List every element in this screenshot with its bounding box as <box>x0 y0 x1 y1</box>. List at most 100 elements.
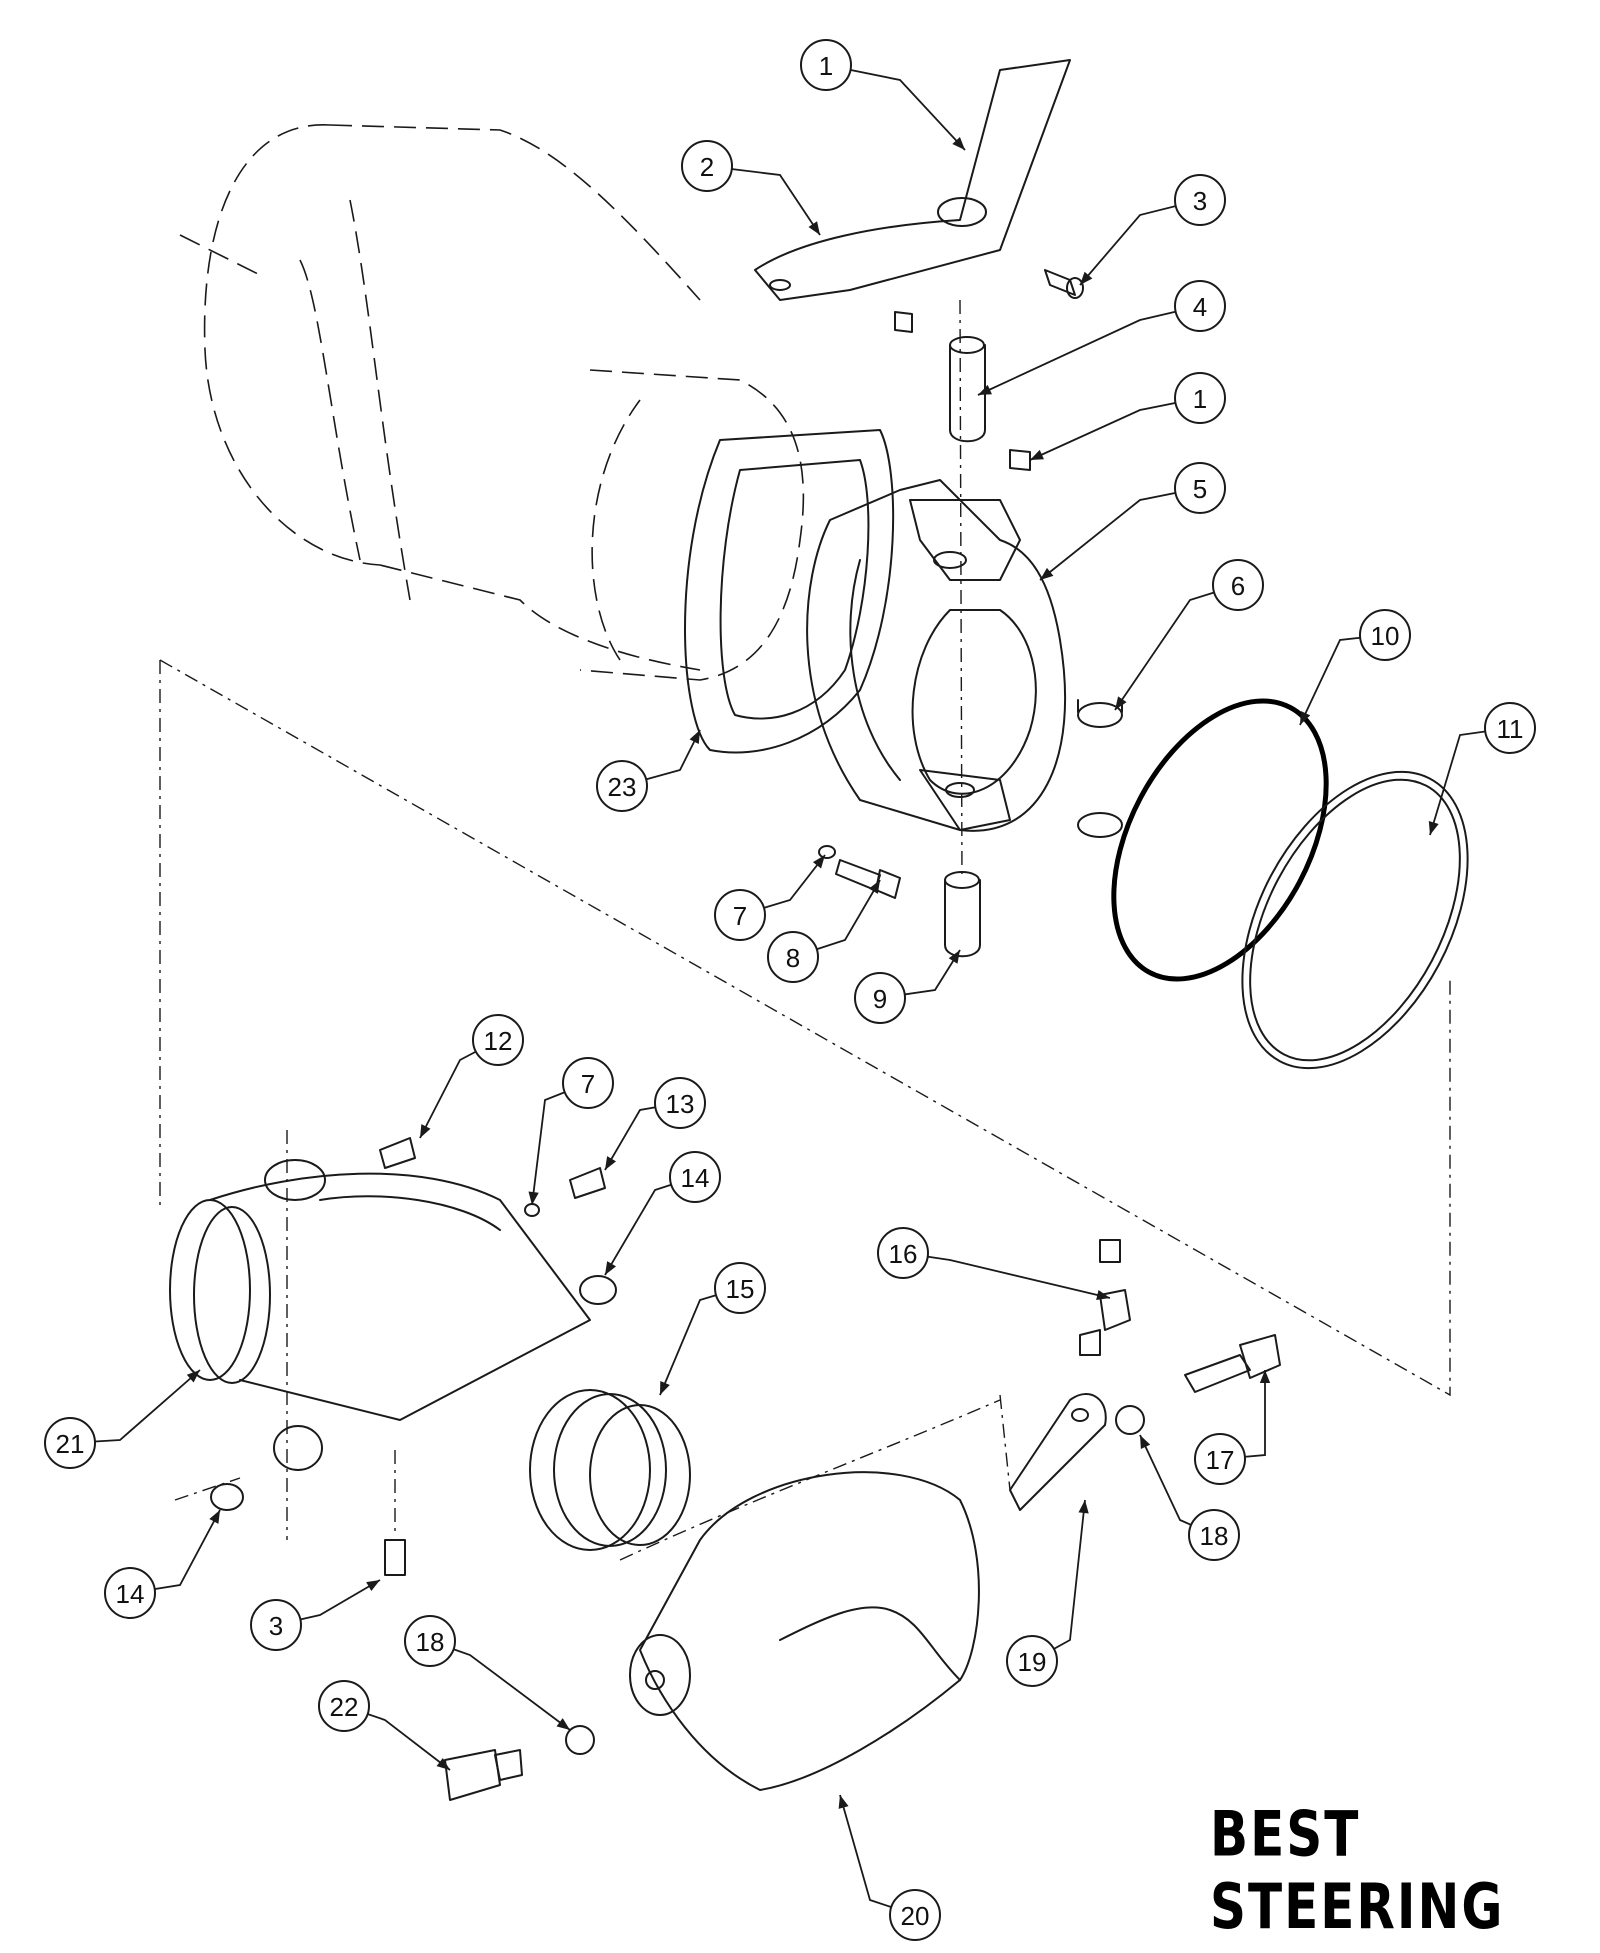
lever-arm-part-2 <box>754 59 1071 301</box>
cap-screw-part-3 <box>1044 269 1084 299</box>
brand-label: BEST STEERING <box>1210 1798 1505 1943</box>
lock-washer-part-18 <box>565 1405 1145 1755</box>
assembly-lines <box>159 299 1451 1561</box>
callout-arrowhead <box>868 880 880 894</box>
callout-balloon: 2 <box>681 140 733 192</box>
plug-part-17 <box>1184 1334 1281 1393</box>
callout-arrowhead <box>948 950 960 964</box>
callout-balloon: 15 <box>714 1262 766 1314</box>
fitting-part-16 <box>1079 1239 1131 1356</box>
plug-part-22 <box>444 1749 523 1801</box>
callout-number: 8 <box>786 943 800 973</box>
callout-balloon: 7 <box>562 1057 614 1109</box>
callout-arrowhead <box>689 730 700 744</box>
bolt-part-8 <box>818 845 901 899</box>
callout-number: 20 <box>901 1901 930 1931</box>
screw-part-12 <box>379 1137 416 1169</box>
callout-arrowhead <box>209 1510 220 1524</box>
callout-number: 3 <box>269 1611 283 1641</box>
callout-number: 12 <box>484 1026 513 1056</box>
callout-arrowhead <box>420 1124 431 1138</box>
callout-arrowhead <box>1259 1370 1271 1384</box>
callout-arrowhead <box>528 1191 539 1205</box>
callout-leader <box>1039 487 1201 581</box>
callout-balloon: 9 <box>854 972 906 1024</box>
callout-arrowhead <box>1040 567 1054 580</box>
gasket-part-23 <box>684 429 895 754</box>
callout-number: 15 <box>726 1274 755 1304</box>
callout-balloon: 21 <box>44 1417 96 1469</box>
callout-number: 7 <box>733 901 747 931</box>
cover-part-20 <box>629 1471 980 1791</box>
callout-balloon: 4 <box>1174 280 1226 332</box>
callout-number: 5 <box>1193 474 1207 504</box>
callout-number: 14 <box>116 1579 145 1609</box>
callout-arrowhead <box>808 221 820 235</box>
callout-arrowhead <box>366 1580 380 1592</box>
callout-balloon: 18 <box>404 1615 456 1667</box>
callout-number: 1 <box>1193 384 1207 414</box>
callout-balloon: 13 <box>654 1077 706 1129</box>
callout-arrowhead <box>838 1795 849 1809</box>
callout-number: 7 <box>581 1069 595 1099</box>
callout-balloons: 1234156101123789127131415162117143181819… <box>44 39 1536 1941</box>
callout-number: 13 <box>666 1089 695 1119</box>
steering-housing-part-21 <box>169 1159 591 1471</box>
callout-balloon: 5 <box>1174 462 1226 514</box>
callout-balloon: 14 <box>104 1567 156 1619</box>
o-ring-part-10 <box>1111 698 1329 982</box>
bushing-part-6 <box>1077 699 1123 838</box>
sleeve-part-15 <box>529 1389 691 1551</box>
callout-arrowhead <box>1078 1500 1089 1514</box>
callout-balloon: 18 <box>1188 1509 1240 1561</box>
callout-balloon: 7 <box>714 889 766 941</box>
callout-number: 23 <box>608 772 637 802</box>
callout-balloon: 10 <box>1359 609 1411 661</box>
callout-number: 10 <box>1371 621 1400 651</box>
callout-number: 11 <box>1497 714 1524 744</box>
callout-balloon: 19 <box>1006 1635 1058 1687</box>
callout-arrowhead <box>1080 271 1093 285</box>
callout-leader <box>1114 584 1239 711</box>
callout-arrowhead <box>186 1370 200 1383</box>
callout-balloon: 1 <box>800 39 852 91</box>
callout-number: 3 <box>1193 186 1207 216</box>
callout-number: 2 <box>700 152 714 182</box>
callout-balloon: 22 <box>318 1680 370 1732</box>
callout-number: 17 <box>1206 1445 1235 1475</box>
callout-number: 18 <box>1200 1521 1229 1551</box>
main-housing-outline <box>179 124 805 681</box>
pin-part-4 <box>894 311 1031 471</box>
callout-number: 18 <box>416 1627 445 1657</box>
callout-balloon: 1 <box>1174 372 1226 424</box>
callout-arrowhead <box>660 1381 670 1395</box>
callout-leader <box>977 305 1201 396</box>
bracket-part-5 <box>806 479 1067 832</box>
callout-number: 21 <box>56 1429 85 1459</box>
ring-part-11 <box>1241 770 1469 1070</box>
pin-part-9 <box>944 871 981 958</box>
callout-number: 14 <box>681 1163 710 1193</box>
callout-balloon: 16 <box>877 1227 929 1279</box>
callout-arrowhead <box>1030 449 1044 460</box>
callout-balloon: 17 <box>1194 1433 1246 1485</box>
callout-balloon: 20 <box>889 1889 941 1941</box>
callout-arrowhead <box>978 384 992 395</box>
callout-number: 22 <box>330 1692 359 1722</box>
callout-balloon: 3 <box>1174 174 1226 226</box>
callout-arrowhead <box>812 855 825 869</box>
callout-arrowhead <box>1140 1435 1151 1449</box>
bushing-part-14 <box>210 1275 617 1511</box>
cam-part-19 <box>1009 1393 1107 1511</box>
callout-number: 4 <box>1193 292 1207 322</box>
callout-number: 6 <box>1231 571 1245 601</box>
callout-leader <box>902 1252 1111 1299</box>
callout-balloon: 23 <box>596 760 648 812</box>
callout-arrowhead <box>556 1718 570 1730</box>
callout-number: 1 <box>819 51 833 81</box>
callout-arrowhead <box>605 1261 617 1275</box>
callout-number: 9 <box>873 984 887 1014</box>
callout-balloon: 6 <box>1212 559 1264 611</box>
callout-balloon: 11 <box>1484 702 1536 754</box>
callout-balloon: 12 <box>472 1014 524 1066</box>
